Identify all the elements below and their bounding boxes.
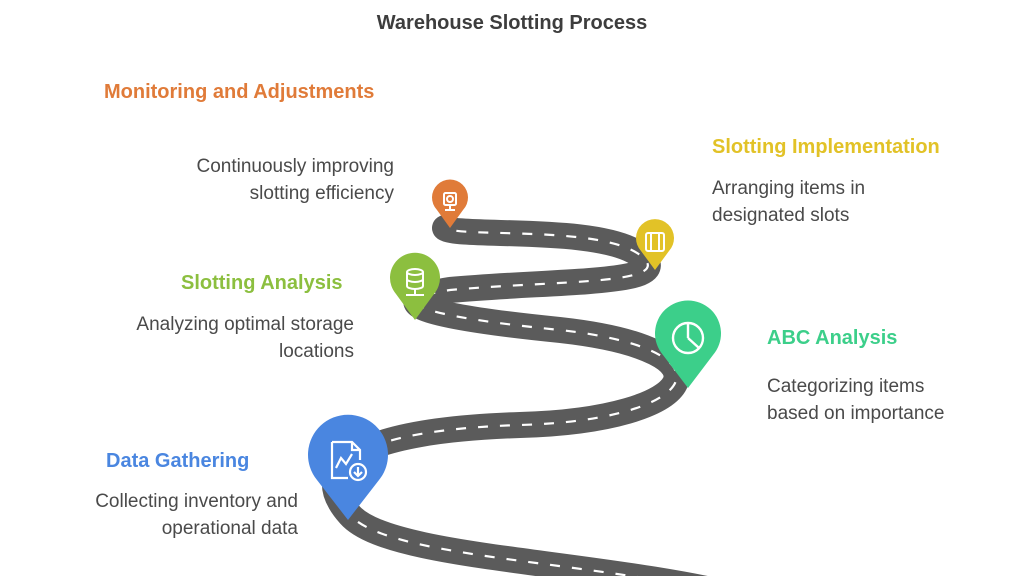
step-title-abc: ABC Analysis	[767, 327, 898, 349]
marker-pin-analysis	[390, 252, 440, 320]
document-chart-download-icon	[330, 440, 368, 482]
marker-pin-data	[308, 414, 388, 520]
step-title-monitoring: Monitoring and Adjustments	[104, 81, 375, 103]
step-desc-abc: Categorizing items based on importance	[767, 373, 1007, 427]
step-desc-implementation: Arranging items in designated slots	[712, 175, 1002, 229]
filmstrip-slots-icon	[645, 232, 665, 252]
marker-pin-implementation	[636, 219, 674, 270]
marker-pin-abc	[655, 300, 721, 388]
step-desc-data-line1: Collecting inventory and	[95, 491, 298, 512]
step-desc-abc-line2: based on importance	[767, 403, 945, 424]
step-desc-monitoring: Continuously improving slotting efficien…	[96, 153, 395, 207]
road-center-dashes	[333, 226, 678, 576]
marker-monitoring	[432, 179, 468, 228]
marker-data	[308, 414, 388, 520]
marker-pin-monitoring	[432, 179, 468, 228]
step-desc-implementation-line2: designated slots	[712, 205, 850, 226]
surveillance-camera-icon	[443, 192, 457, 211]
marker-analysis	[390, 252, 440, 320]
step-desc-monitoring-line1: Continuously improving	[196, 156, 395, 177]
step-title-implementation: Slotting Implementation	[712, 136, 940, 158]
marker-implementation	[636, 219, 674, 270]
step-desc-analysis-line1: Analyzing optimal storage	[136, 314, 354, 335]
diagram-title: Warehouse Slotting Process	[376, 12, 648, 34]
step-desc-monitoring-line2: slotting efficiency	[249, 183, 394, 204]
step-desc-data-line2: operational data	[161, 518, 298, 539]
step-title-data: Data Gathering	[106, 450, 250, 472]
step-desc-abc-line1: Categorizing items	[767, 376, 925, 397]
marker-abc	[655, 300, 721, 388]
pie-chart-icon	[671, 321, 705, 355]
step-desc-data: Collecting inventory and operational dat…	[30, 488, 298, 542]
database-icon	[406, 268, 424, 296]
step-desc-implementation-line1: Arranging items in	[712, 178, 866, 199]
step-desc-analysis-line2: locations	[279, 341, 354, 362]
step-desc-analysis: Analyzing optimal storage locations	[54, 311, 354, 365]
step-title-analysis: Slotting Analysis	[181, 272, 343, 294]
